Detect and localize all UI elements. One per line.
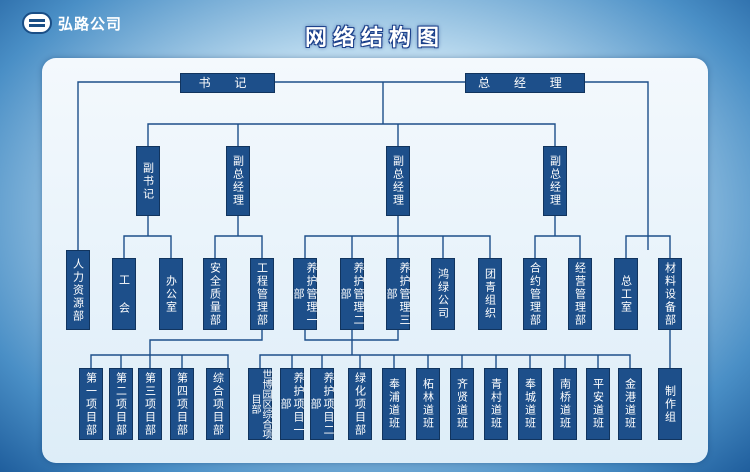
node-team-fengcheng: 奉城道班 (518, 368, 542, 440)
node-team-pingan: 平安道班 (586, 368, 610, 440)
node-office: 办公室 (159, 258, 183, 330)
node-operations: 经营管理部 (568, 258, 592, 330)
node-engineering: 工程管理部 (250, 258, 274, 330)
node-deputy-manager-3: 副总经理 (543, 146, 567, 216)
node-secretary: 书 记 (180, 73, 275, 93)
logo: 弘路公司 (22, 12, 122, 34)
company-logo-icon (22, 12, 52, 34)
node-production: 制作组 (658, 368, 682, 440)
node-team-qixian: 齐贤道班 (450, 368, 474, 440)
node-maintenance-3: 养护管理三部 (385, 258, 411, 330)
node-maint-project-1: 养护项目一部 (279, 368, 305, 440)
node-materials: 材料设备部 (658, 258, 682, 330)
node-team-fengpu: 奉浦道班 (382, 368, 406, 440)
node-honglv: 鸿绿公司 (431, 258, 455, 330)
node-project-general: 综合项目部 (206, 368, 230, 440)
node-maint-project-2: 养护项目二部 (309, 368, 335, 440)
node-greening: 绿化项目部 (348, 368, 372, 440)
node-project-2: 第二项目部 (109, 368, 133, 440)
node-youth: 团青组织 (478, 258, 502, 330)
node-maintenance-1: 养护管理一部 (292, 258, 318, 330)
node-chief-engineer: 总工室 (614, 258, 638, 330)
page-title: 网络结构图 (304, 26, 445, 51)
node-team-jingang: 金港道班 (618, 368, 642, 440)
node-expo-project: 世博园区综合项目部 (248, 368, 272, 440)
node-team-zhelin: 柘林道班 (416, 368, 440, 440)
node-project-3: 第三项目部 (138, 368, 162, 440)
node-team-qingcun: 青村道班 (484, 368, 508, 440)
node-contract: 合约管理部 (523, 258, 547, 330)
company-name: 弘路公司 (58, 14, 123, 33)
node-deputy-manager-1: 副总经理 (226, 146, 250, 216)
node-safety: 安全质量部 (203, 258, 227, 330)
node-general-manager: 总 经 理 (465, 73, 585, 93)
node-deputy-secretary: 副书记 (136, 146, 160, 216)
node-project-4: 第四项目部 (170, 368, 194, 440)
node-union: 工 会 (112, 258, 136, 330)
node-deputy-manager-2: 副总经理 (386, 146, 410, 216)
node-project-1: 第一项目部 (79, 368, 103, 440)
node-hr: 人力资源部 (66, 250, 90, 330)
node-team-nanqiao: 南桥道班 (553, 368, 577, 440)
node-maintenance-2: 养护管理二部 (339, 258, 365, 330)
